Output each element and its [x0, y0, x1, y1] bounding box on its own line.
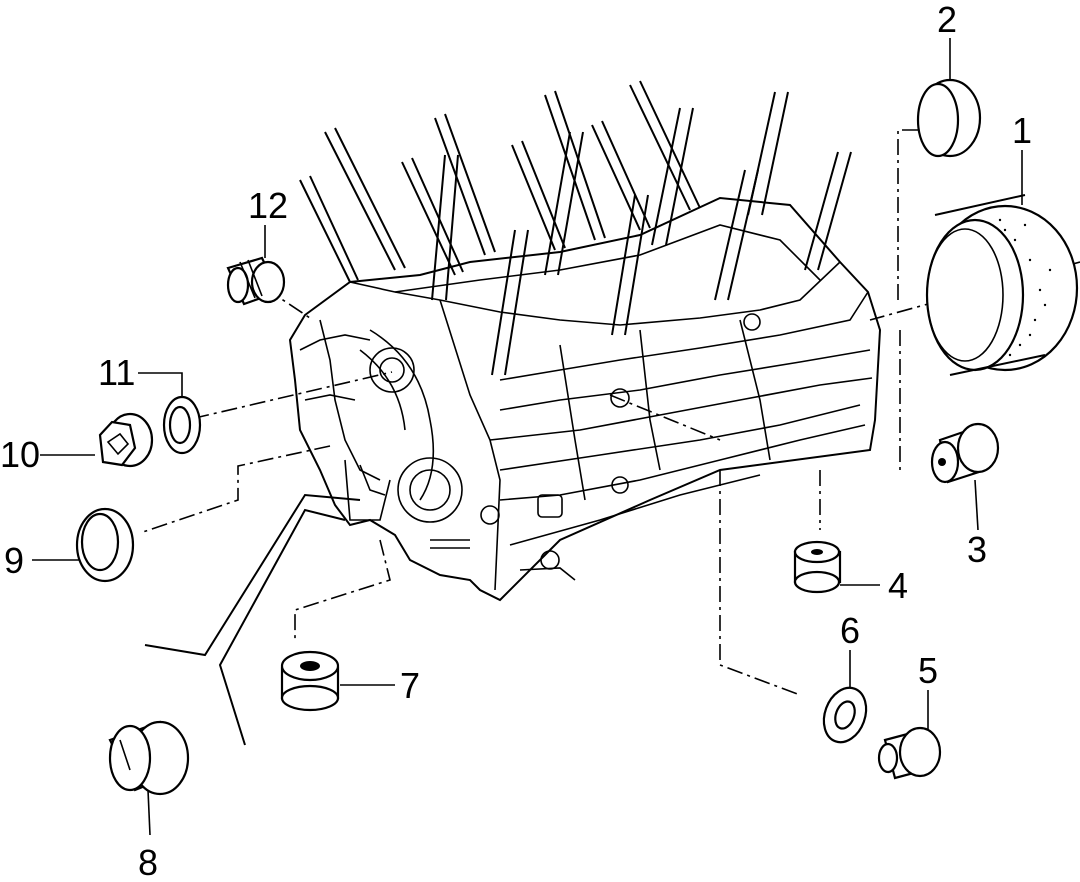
callout-7: 7 [400, 665, 420, 706]
callout-6: 6 [840, 610, 860, 651]
callout-12: 12 [248, 185, 288, 226]
part-8-threaded-plug [108, 720, 190, 796]
callout-labels: 1 2 3 4 5 6 7 8 9 10 11 12 [0, 0, 1032, 882]
part-5-threaded-plug [877, 726, 942, 780]
part-7-dowel-sleeve [280, 650, 340, 712]
part-3-dowel-sleeve [930, 422, 1000, 484]
part-6-sealing-ring [822, 686, 868, 744]
part-4-dowel-sleeve [793, 540, 842, 594]
callout-1: 1 [1012, 110, 1032, 151]
callout-5: 5 [918, 650, 938, 691]
callout-3: 3 [967, 529, 987, 570]
callout-8: 8 [138, 842, 158, 882]
part-2-cup-plug [916, 78, 982, 158]
callout-9: 9 [4, 540, 24, 581]
engine-block [288, 196, 882, 602]
part-1-rear-seal [925, 194, 1079, 376]
callout-2: 2 [937, 0, 957, 40]
cylinder-head-studs [299, 80, 852, 376]
part-12-threaded-plug [226, 256, 286, 306]
callout-11: 11 [98, 352, 135, 393]
part-9-cup-plug [75, 507, 135, 583]
part-11-sealing-ring [162, 395, 202, 455]
part-10-threaded-plug [98, 412, 154, 468]
callout-10: 10 [0, 434, 40, 475]
callout-4: 4 [888, 565, 908, 606]
